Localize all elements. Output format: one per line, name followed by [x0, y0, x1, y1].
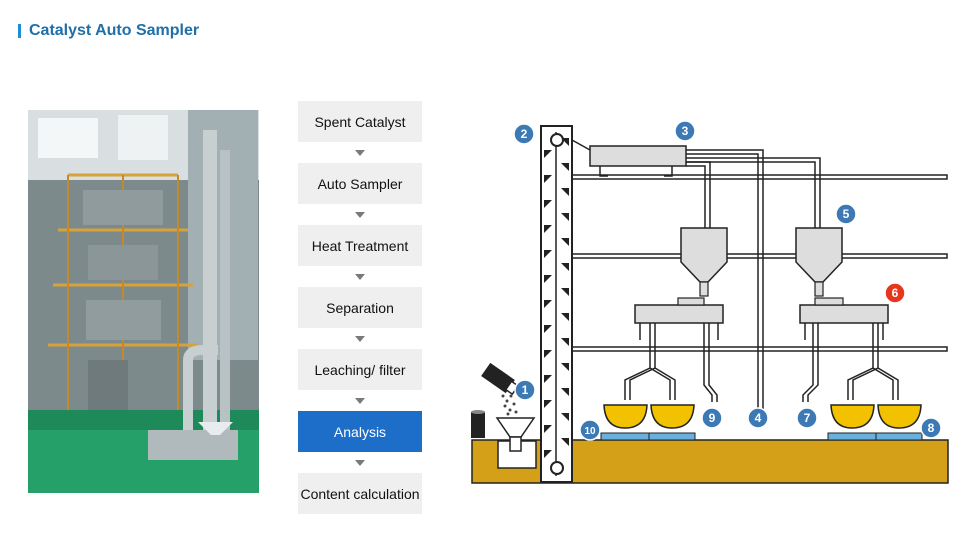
flow-step-label: Content calculation — [300, 485, 420, 502]
process-flow: Spent Catalyst Auto Sampler Heat Treatme… — [298, 101, 422, 514]
badge-2: 2 — [513, 123, 535, 145]
top-splitter — [589, 145, 687, 167]
flow-arrow-down — [355, 212, 365, 218]
title-accent-bar — [18, 24, 21, 38]
badge-3: 3 — [674, 120, 696, 142]
badge-7: 7 — [796, 407, 818, 429]
page-title: Catalyst Auto Sampler — [18, 22, 199, 40]
flow-arrow-down — [355, 150, 365, 156]
flow-step-spent-catalyst[interactable]: Spent Catalyst — [298, 101, 422, 142]
sample-bowls — [600, 404, 923, 441]
flow-arrow-down — [355, 336, 365, 342]
flow-arrow-down — [355, 274, 365, 280]
flow-step-auto-sampler[interactable]: Auto Sampler — [298, 163, 422, 204]
flow-step-label: Auto Sampler — [317, 175, 403, 192]
badge-label: 9 — [709, 411, 716, 425]
badge-label: 3 — [682, 124, 689, 138]
flow-arrow-down — [355, 460, 365, 466]
badge-label: 4 — [755, 411, 762, 425]
feed-funnel — [471, 362, 536, 452]
plant-photo — [28, 110, 259, 493]
badge-8: 8 — [920, 417, 942, 439]
flow-step-separation[interactable]: Separation — [298, 287, 422, 328]
flow-step-leaching-filter[interactable]: Leaching/ filter — [298, 349, 422, 390]
badge-4: 4 — [747, 407, 769, 429]
badge-10: 10 — [579, 419, 601, 441]
flow-step-label: Analysis — [333, 423, 387, 440]
badge-label: 5 — [843, 207, 850, 221]
badge-9: 9 — [701, 407, 723, 429]
page-title-text: Catalyst Auto Sampler — [29, 22, 200, 39]
hopper-left — [680, 227, 728, 283]
badge-label: 7 — [804, 411, 811, 425]
badge-label: 1 — [522, 383, 529, 397]
flow-step-analysis[interactable]: Analysis — [298, 411, 422, 452]
badge-1: 1 — [514, 379, 536, 401]
flow-step-label: Leaching/ filter — [314, 361, 406, 378]
badge-label: 6 — [892, 286, 899, 300]
badge-label: 10 — [584, 426, 596, 437]
flow-step-content-calculation[interactable]: Content calculation — [298, 473, 422, 514]
divider-left — [634, 304, 724, 324]
badge-6: 6 — [884, 282, 906, 304]
bucket-elevator — [540, 125, 573, 483]
hopper-right — [795, 227, 843, 283]
flow-step-label: Spent Catalyst — [314, 113, 406, 130]
sampler-schematic: 1 2 3 4 5 6 7 8 9 10 — [471, 120, 949, 484]
flow-step-label: Separation — [326, 299, 394, 316]
badge-5: 5 — [835, 203, 857, 225]
divider-right — [799, 304, 889, 324]
flow-step-label: Heat Treatment — [311, 237, 409, 254]
badge-label: 8 — [928, 421, 935, 435]
flow-step-heat-treatment[interactable]: Heat Treatment — [298, 225, 422, 266]
flow-arrow-down — [355, 398, 365, 404]
badge-label: 2 — [521, 127, 528, 141]
